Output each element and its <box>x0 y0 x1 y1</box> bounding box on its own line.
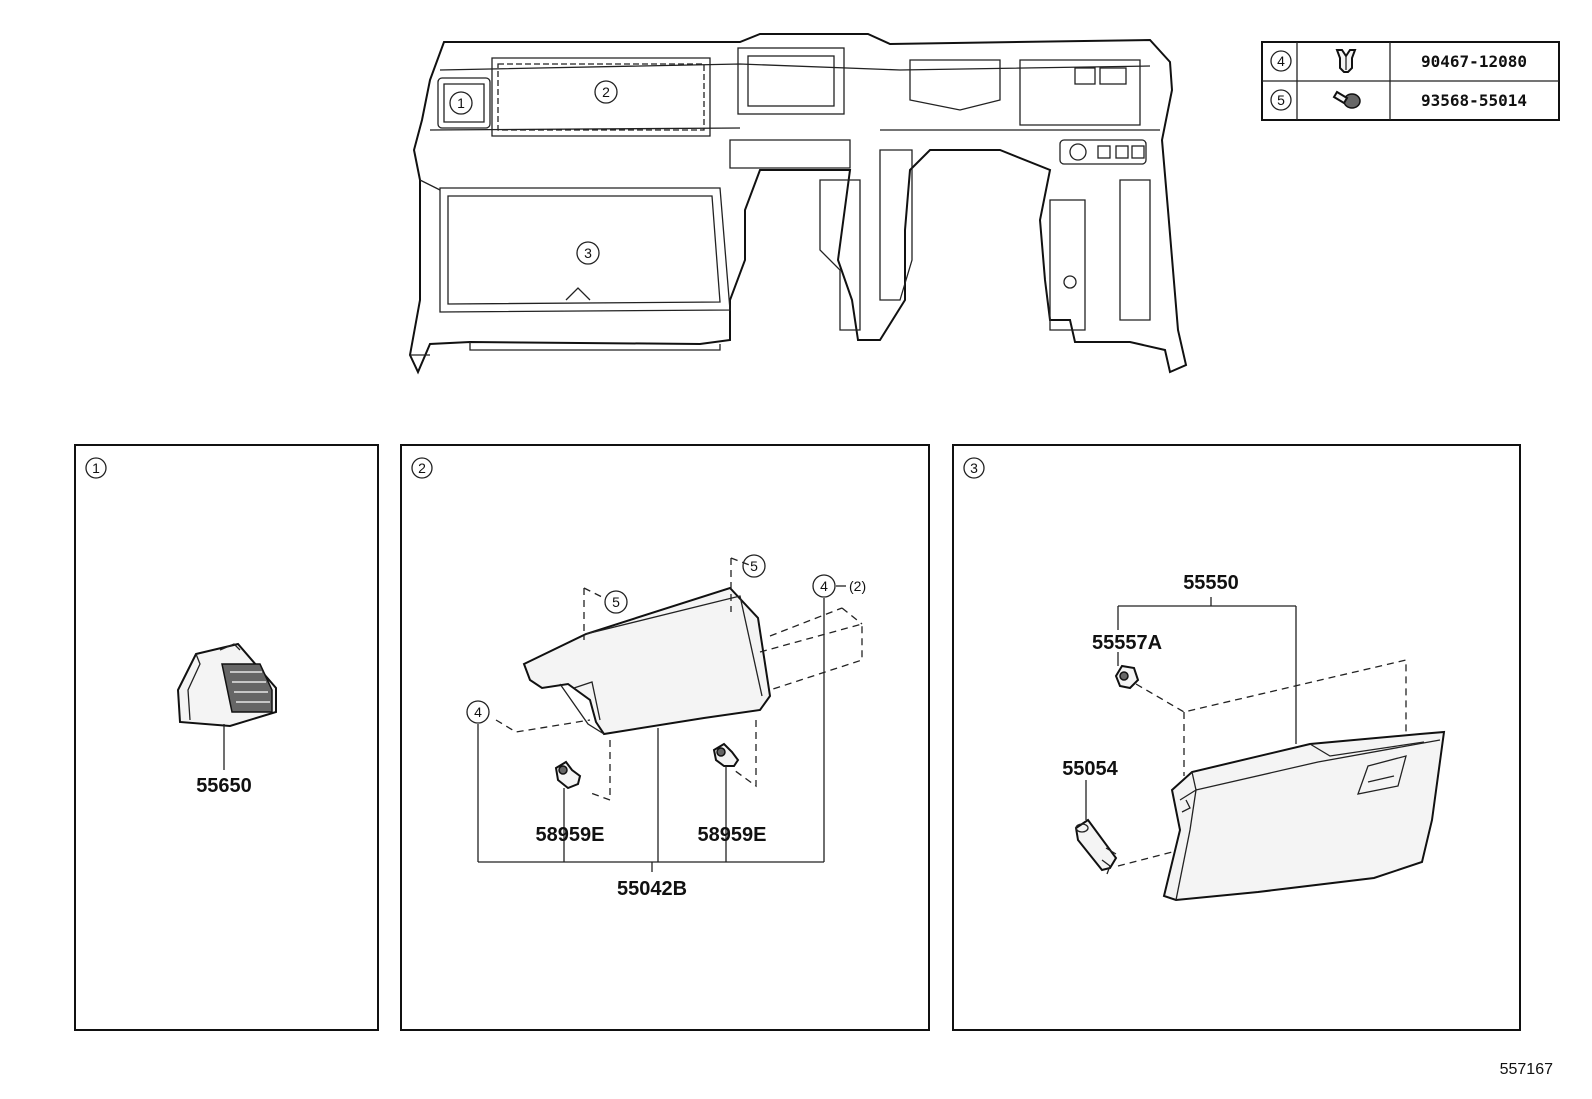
part-label-55550: 55550 <box>1183 572 1239 594</box>
part-label-55650: 55650 <box>196 775 252 797</box>
legend-ref-4: 4 <box>1277 53 1285 69</box>
damper-55557A-part <box>1114 664 1140 690</box>
part-label-58959E-right: 58959E <box>698 824 767 846</box>
panel-2-ref: 2 <box>418 460 426 476</box>
panel-2-callout-4a: 4 <box>474 704 482 720</box>
panel-1-callout-circle <box>85 457 107 479</box>
panel-3-callout-circle <box>963 457 985 479</box>
overview-callout-circle-1 <box>449 91 473 115</box>
legend-callout-circle-5 <box>1270 89 1292 111</box>
legend-ref-5: 5 <box>1277 92 1285 108</box>
overview-callout-circle-2 <box>594 80 618 104</box>
panel-2-callout-circle-5b <box>742 554 766 578</box>
panel-2-callout-5b: 5 <box>750 558 758 574</box>
hinge-55054-part <box>1074 818 1118 875</box>
legend-part-number-5: 93568-55014 <box>1421 91 1527 110</box>
panel-1-ref: 1 <box>92 460 100 476</box>
detail-panel-2: 2 5 5 4 <box>400 444 930 1031</box>
panel-2-callout-4b: 4 <box>820 578 828 594</box>
panel-2-quantity-note: (2) <box>849 578 866 594</box>
overview-callout-1: 1 <box>457 95 465 111</box>
detail-panel-1: 1 55650 <box>74 444 379 1031</box>
part-label-55042B: 55042B <box>617 878 687 900</box>
overview-callout-circle-3 <box>576 241 600 265</box>
air-vent-part <box>176 642 277 728</box>
clip-icon <box>1335 49 1357 73</box>
diagram-id: 557167 <box>1500 1061 1553 1078</box>
detail-panel-3: 3 <box>952 444 1521 1031</box>
upper-panel-part <box>522 586 772 736</box>
part-label-55557A: 55557A <box>1092 632 1162 654</box>
panel-2-callout-circle-4b <box>812 574 836 598</box>
panel-3-ref: 3 <box>970 460 978 476</box>
screw-icon <box>1332 90 1361 109</box>
instrument-panel-overview: 1 2 3 <box>408 33 1188 375</box>
panel-2-callout-circle-5a <box>604 590 628 614</box>
fastener-legend-table: 4 90467-12080 5 93568-55014 <box>1261 41 1560 121</box>
part-label-55054: 55054 <box>1062 758 1118 780</box>
overview-callout-2: 2 <box>602 84 610 100</box>
panel-2-callout-circle-4a <box>466 700 490 724</box>
legend-callout-circle-4 <box>1270 50 1292 72</box>
clip-58959E-left <box>554 760 582 790</box>
overview-callout-3: 3 <box>584 245 592 261</box>
part-label-58959E-left: 58959E <box>536 824 605 846</box>
clip-58959E-right <box>712 742 740 767</box>
panel-2-callout-circle <box>411 457 433 479</box>
glove-box-part <box>1162 730 1446 902</box>
legend-part-number-4: 90467-12080 <box>1421 52 1527 71</box>
panel-2-callout-5a: 5 <box>612 594 620 610</box>
